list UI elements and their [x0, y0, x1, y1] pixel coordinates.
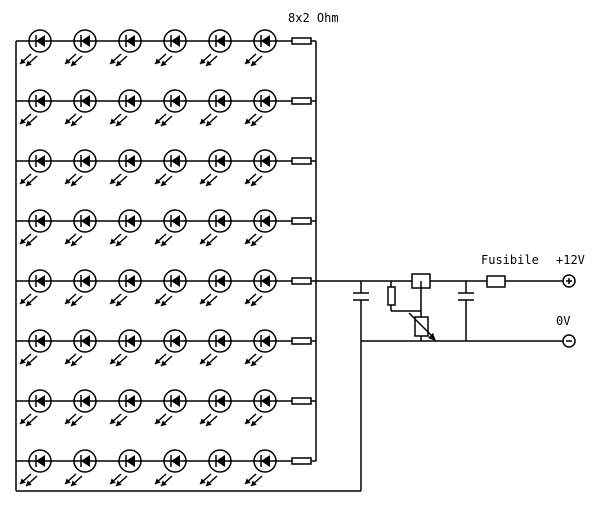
led [109, 449, 142, 487]
led [109, 29, 142, 67]
led [19, 29, 52, 67]
led [109, 389, 142, 427]
led [154, 329, 187, 367]
led [199, 209, 232, 247]
positive-supply-label: +12V [556, 253, 585, 267]
led [244, 209, 277, 247]
led [154, 29, 187, 67]
led-row [16, 29, 316, 67]
led [109, 269, 142, 307]
fuse-label: Fusibile [481, 253, 539, 267]
led [154, 89, 187, 127]
led [109, 149, 142, 187]
led [199, 29, 232, 67]
led [154, 389, 187, 427]
led-row [16, 269, 316, 307]
led [199, 389, 232, 427]
capacitor-c2 [458, 281, 474, 341]
led [64, 149, 97, 187]
led [244, 389, 277, 427]
voltage-regulator [411, 273, 431, 317]
resistor-r1 [387, 281, 421, 312]
led [244, 29, 277, 67]
capacitor-c1 [353, 281, 369, 301]
series-resistor [291, 457, 312, 465]
led [64, 209, 97, 247]
series-resistor [291, 217, 312, 225]
led [109, 89, 142, 127]
led [154, 449, 187, 487]
led [244, 269, 277, 307]
led [64, 389, 97, 427]
led [64, 329, 97, 367]
led-row [16, 209, 316, 247]
led [199, 449, 232, 487]
led [199, 89, 232, 127]
led-row [16, 149, 316, 187]
led [19, 149, 52, 187]
ground-label: 0V [556, 314, 570, 328]
negative-terminal [562, 334, 576, 348]
led [64, 269, 97, 307]
led [154, 269, 187, 307]
led [19, 269, 52, 307]
series-resistor [291, 97, 312, 105]
series-resistor [291, 277, 312, 285]
series-resistor [291, 337, 312, 345]
potentiometer [408, 312, 436, 341]
resistor-label: 8x2 Ohm [288, 11, 339, 25]
led [19, 209, 52, 247]
led [244, 89, 277, 127]
fuse [486, 275, 506, 288]
led [19, 329, 52, 367]
led [64, 449, 97, 487]
series-resistor [291, 37, 312, 45]
led [244, 449, 277, 487]
series-resistor [291, 397, 312, 405]
led [109, 209, 142, 247]
led [154, 149, 187, 187]
led [19, 449, 52, 487]
led [109, 329, 142, 367]
led [19, 389, 52, 427]
led [199, 149, 232, 187]
led [244, 149, 277, 187]
led [154, 209, 187, 247]
led [64, 89, 97, 127]
led [244, 329, 277, 367]
led [19, 89, 52, 127]
positive-terminal [562, 274, 576, 288]
led [199, 329, 232, 367]
led [199, 269, 232, 307]
led-row [16, 329, 316, 367]
led-row [16, 89, 316, 127]
led [64, 29, 97, 67]
series-resistor [291, 157, 312, 165]
led-matrix [16, 29, 316, 487]
led-row [16, 449, 316, 487]
led-row [16, 389, 316, 427]
